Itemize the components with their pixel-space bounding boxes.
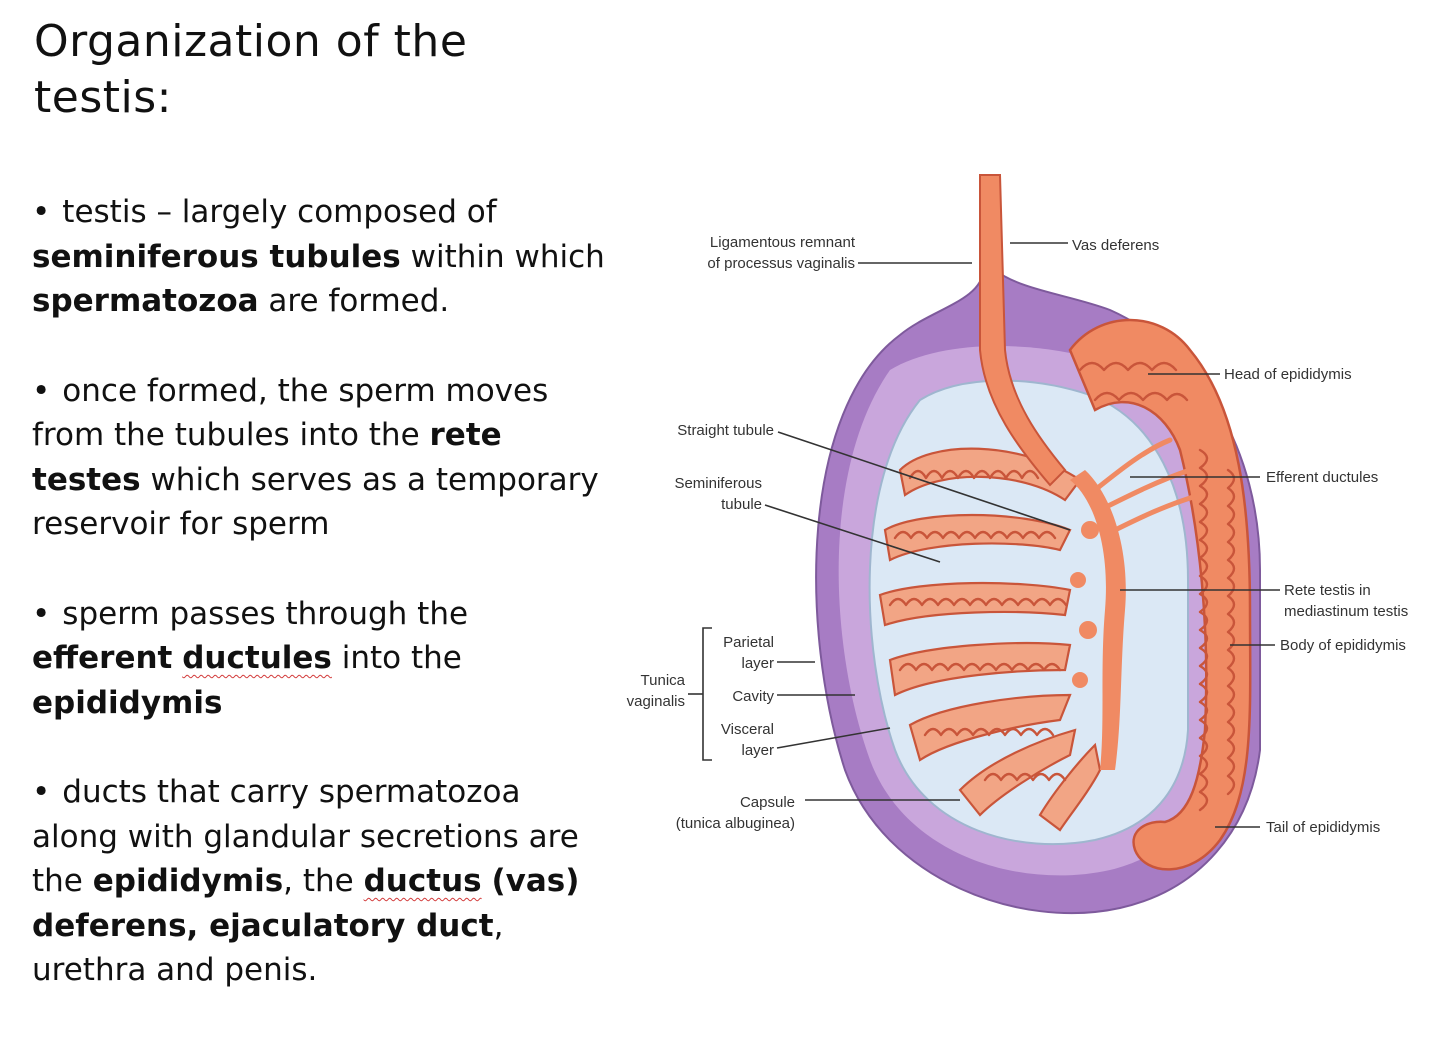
vas-deferens (979, 174, 1067, 487)
bullet-list: testis – largely composed of seminiferou… (32, 190, 612, 1038)
label-tunica-albuginea: (tunica albuginea) (676, 815, 795, 832)
bold-term: rete testes (32, 417, 502, 498)
bullet-text: within which (400, 238, 605, 275)
bullet-text: , urethra and penis. (32, 907, 504, 989)
bold-term: spermatozoa (32, 283, 259, 319)
bullet-text: testis – largely composed of (62, 194, 497, 230)
label-visceral: Visceral (721, 721, 774, 738)
label-head-of-epididymis: Head of epididymis (1224, 366, 1352, 383)
label-body-of-epididymis: Body of epididymis (1280, 637, 1406, 654)
bold-term: (vas) deferens, ejaculatory duct (32, 863, 580, 944)
bold-term-spellcheck: ductus (363, 863, 482, 899)
bullet-text: , the (283, 863, 364, 899)
bullet-text (482, 863, 492, 899)
bullet-text: which serves as a temporary reservoir fo… (32, 461, 599, 543)
label-seminiferous-tubule: tubule (721, 496, 762, 513)
label-capsule: Capsule (740, 794, 795, 811)
label-cavity: Cavity (732, 688, 774, 705)
label-vaginalis: vaginalis (627, 693, 685, 710)
efferent-ductules (1092, 437, 1203, 538)
testis-diagram: Ligamentous remnant of processus vaginal… (627, 174, 1409, 915)
bold-term-spellcheck: ductules (182, 640, 332, 676)
bold-term: efferent (32, 640, 173, 676)
bullet-item: once formed, the sperm moves from the tu… (32, 369, 612, 547)
label-visceral-layer: layer (741, 742, 774, 759)
label-seminiferous: Seminiferous (674, 475, 762, 492)
bullet-item: sperm passes through the efferent ductul… (32, 592, 612, 726)
rete-testis (1070, 470, 1126, 770)
leader-lines (688, 242, 1280, 828)
slide-title: Organization of the testis: (34, 16, 468, 123)
label-vas-deferens: Vas deferens (1072, 237, 1159, 254)
label-tunica: Tunica (641, 672, 686, 689)
bold-term: epididymis (32, 684, 223, 721)
label-processus-vaginalis: of processus vaginalis (707, 255, 855, 272)
bullet-item: ducts that carry spermatozoa along with … (32, 770, 612, 993)
seminiferous-tubules (878, 447, 1102, 832)
bold-term: seminiferous tubules (32, 238, 401, 275)
label-ligamentous-remnant: Ligamentous remnant (710, 234, 856, 251)
bullet-text: once formed, the sperm moves from the tu… (32, 372, 549, 454)
bullet-text: ducts that carry spermatozoa along with … (32, 774, 579, 899)
bullet-text (172, 640, 182, 676)
bullet-text: sperm passes through the (62, 595, 469, 632)
label-rete-testis: Rete testis in (1284, 582, 1371, 599)
diagram-labels: Ligamentous remnant of processus vaginal… (627, 234, 1409, 836)
bold-term: epididymis (92, 863, 284, 899)
bullet-text: into the (331, 640, 462, 676)
label-tail-of-epididymis: Tail of epididymis (1266, 819, 1380, 836)
bullet-text: are formed. (258, 283, 450, 319)
label-efferent-ductules: Efferent ductules (1266, 469, 1378, 486)
label-parietal-layer: layer (741, 655, 774, 672)
label-straight-tubule: Straight tubule (677, 422, 774, 439)
bullet-item: testis – largely composed of seminiferou… (32, 190, 612, 324)
label-parietal: Parietal (723, 634, 774, 651)
label-mediastinum-testis: mediastinum testis (1284, 603, 1408, 620)
